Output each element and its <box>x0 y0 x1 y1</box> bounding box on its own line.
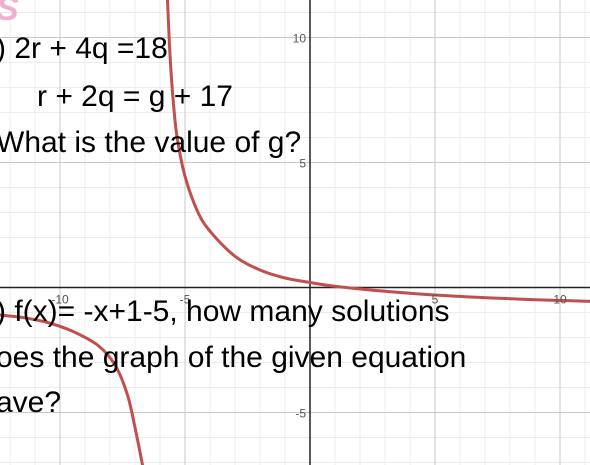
y-tick-label: 10 <box>293 32 307 46</box>
question-2-line-2: oes the graph of the given equation <box>0 341 467 374</box>
x-tick-label: -5 <box>180 293 191 307</box>
question-1-line-1: ) 2r + 4q =18 <box>0 32 168 65</box>
question-1-line-2: r + 2q = g + 17 <box>37 80 233 113</box>
x-tick-label: -10 <box>51 293 69 307</box>
x-tick-label: 5 <box>432 293 439 307</box>
curve-branch-right <box>166 0 590 303</box>
curve-branch-left <box>0 313 144 465</box>
question-2-line-1: ) f(x)= -x+1-5, how many solutions <box>0 295 450 328</box>
tick-labels: -10 -5 5 10 10 5 -5 <box>51 32 567 421</box>
watermark-logo: S <box>0 0 19 29</box>
question-2-line-3: ave? <box>0 386 62 419</box>
y-tick-label: -5 <box>295 407 306 421</box>
x-tick-label: 10 <box>553 293 567 307</box>
question-1-line-3: What is the value of g? <box>0 126 302 159</box>
y-tick-label: 5 <box>299 157 306 171</box>
